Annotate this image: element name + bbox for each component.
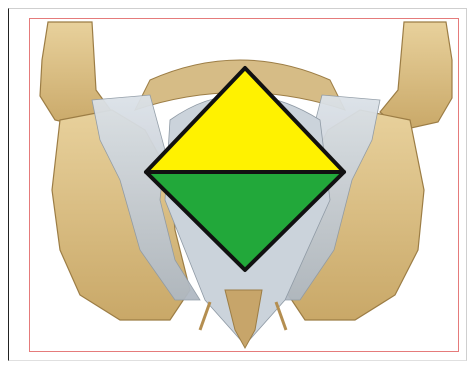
right-sacral-nerve [276, 302, 286, 330]
left-sacral-nerve [200, 302, 210, 330]
right-femur [380, 22, 452, 130]
